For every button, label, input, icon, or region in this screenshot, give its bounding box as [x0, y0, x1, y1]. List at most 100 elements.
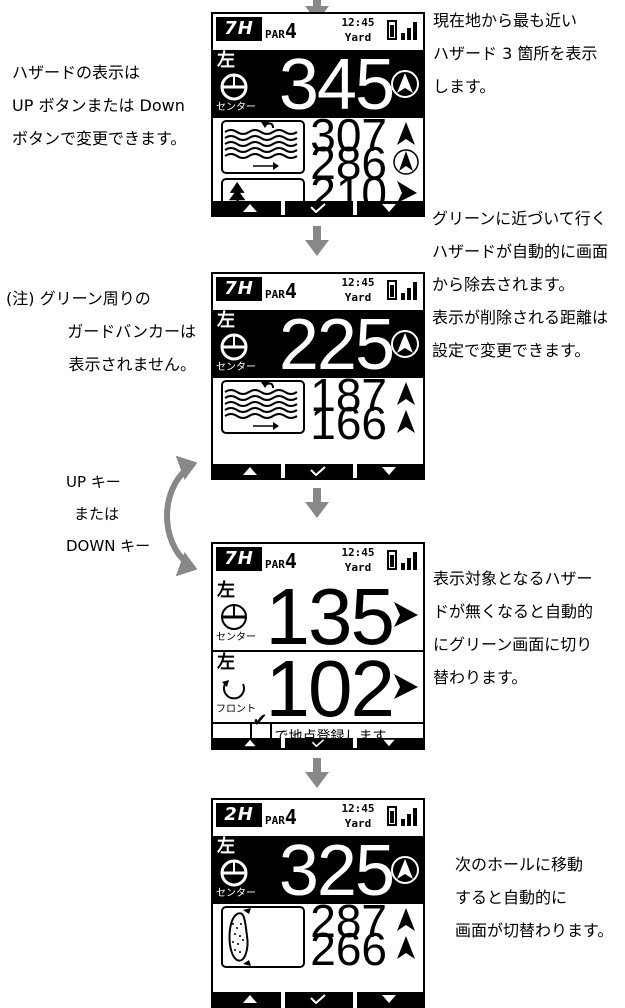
hole-number: 2H — [216, 803, 262, 827]
up-softkey-icon[interactable] — [219, 466, 281, 476]
up-softkey-icon[interactable] — [219, 203, 281, 213]
green-distance: 225 — [278, 305, 395, 385]
green-distance-row: 左 センター 225 — [213, 305, 423, 385]
direction-arrow-icon — [391, 70, 419, 98]
green-distance-row: 左 センター 325 — [213, 831, 423, 911]
check-softkey-icon[interactable] — [287, 466, 349, 476]
green-distance: 345 — [278, 45, 395, 125]
hazard-distance: 286 — [310, 137, 387, 189]
green-center-icon — [221, 604, 247, 630]
battery-icon — [387, 280, 397, 300]
hazard-list: 187 166 — [213, 372, 423, 449]
hazard-list: 287 266 — [213, 898, 423, 975]
green-distance-row: 左 センター 345 — [213, 45, 423, 125]
signal-icon — [401, 282, 417, 300]
hazard-row: 307 — [303, 109, 423, 161]
water-hazard-icon — [221, 120, 305, 174]
direction-arrow-icon — [397, 122, 415, 145]
hazard-distance: 266 — [310, 923, 387, 975]
softkey-bar — [213, 464, 423, 478]
direction-arrow-icon — [397, 936, 415, 959]
battery-icon — [387, 20, 397, 40]
hazard-list: 307 286 210 — [213, 112, 423, 216]
green-front-icon — [222, 680, 245, 700]
par-label: PAR4 — [265, 279, 297, 303]
green-front-row: 左 フロント 102 — [213, 644, 423, 733]
par-label: PAR4 — [265, 549, 297, 573]
green-distance: 325 — [278, 831, 395, 911]
check-softkey-icon[interactable] — [287, 994, 349, 1004]
hazard-distance: 187 — [310, 369, 387, 421]
up-softkey-icon[interactable] — [219, 739, 281, 747]
right-note-next-hole: 次のホールに移動 すると自動的に 画面が切替わります。 — [455, 855, 614, 940]
green-flag-icon — [220, 73, 248, 101]
direction-arrow-icon — [393, 149, 419, 175]
par-label: PAR4 — [265, 19, 297, 43]
hazard-row: 286 — [303, 137, 423, 189]
hazard-distance: 166 — [310, 397, 387, 449]
right-note-auto-remove: グリーンに近づいて行く ハザードが自動的に画面 から除去されます。 表示が削除さ… — [432, 209, 609, 360]
green-flag-icon — [220, 333, 248, 361]
check-softkey-icon[interactable] — [287, 739, 349, 747]
hole-number: 7H — [216, 547, 262, 571]
down-softkey-icon[interactable] — [358, 994, 420, 1004]
down-arrow-icon — [305, 226, 329, 256]
green-front-distance: 102 — [265, 644, 395, 733]
hazard-distance: 287 — [310, 895, 387, 947]
hole-number: 7H — [216, 17, 262, 41]
down-softkey-icon[interactable] — [358, 203, 420, 213]
green-center-row: 左 センター 135 — [213, 572, 423, 661]
signal-icon — [401, 22, 417, 40]
left-note-hazard-switch: ハザードの表示は UP ボタンまたは Down ボタンで変更できます。 — [12, 63, 187, 148]
softkey-bar — [213, 201, 423, 215]
direction-arrow-icon — [397, 410, 415, 433]
battery-icon — [387, 550, 397, 570]
hazard-distance: 307 — [310, 109, 387, 161]
hazard-row: 166 — [303, 397, 423, 449]
hazard-row: 287 — [303, 895, 423, 947]
softkey-bar — [213, 738, 423, 748]
direction-arrow-icon — [394, 602, 418, 627]
direction-arrow-icon — [397, 181, 417, 203]
hazard-row: 266 — [303, 923, 423, 975]
green-center-distance: 135 — [265, 572, 395, 661]
hazard-row: 187 — [303, 369, 423, 421]
left-note-green-bunker: (注) グリーン周りの ガードバンカーは 表示されません。 — [6, 289, 196, 374]
signal-icon — [401, 552, 417, 570]
right-note-switch-to-green: 表示対象となるハザー ドが無くなると自動的 にグリーン画面に切り 替わります。 — [433, 569, 594, 687]
direction-arrow-icon — [397, 908, 415, 931]
keys-label: UP キー または DOWN キー — [66, 473, 151, 555]
direction-arrow-icon — [391, 330, 419, 358]
green-flag-icon — [220, 859, 248, 887]
bunker-hazard-icon — [221, 906, 305, 968]
battery-icon — [387, 806, 397, 826]
hole-number: 7H — [216, 277, 262, 301]
direction-arrow-icon — [391, 856, 419, 884]
up-softkey-icon[interactable] — [219, 994, 281, 1004]
down-softkey-icon[interactable] — [358, 739, 420, 747]
curved-double-arrow-icon — [164, 455, 198, 577]
down-arrow-icon — [305, 758, 329, 788]
direction-arrow-icon — [394, 674, 418, 699]
down-arrow-icon — [305, 488, 329, 518]
par-label: PAR4 — [265, 805, 297, 829]
softkey-bar — [213, 992, 423, 1008]
right-note-nearest-hazards: 現在地から最も近い ハザード 3 箇所を表示 します。 — [433, 11, 598, 96]
signal-icon — [401, 808, 417, 826]
water-hazard-icon — [221, 380, 305, 434]
direction-arrow-icon — [397, 382, 415, 405]
check-softkey-icon[interactable] — [287, 203, 349, 213]
down-softkey-icon[interactable] — [358, 466, 420, 476]
